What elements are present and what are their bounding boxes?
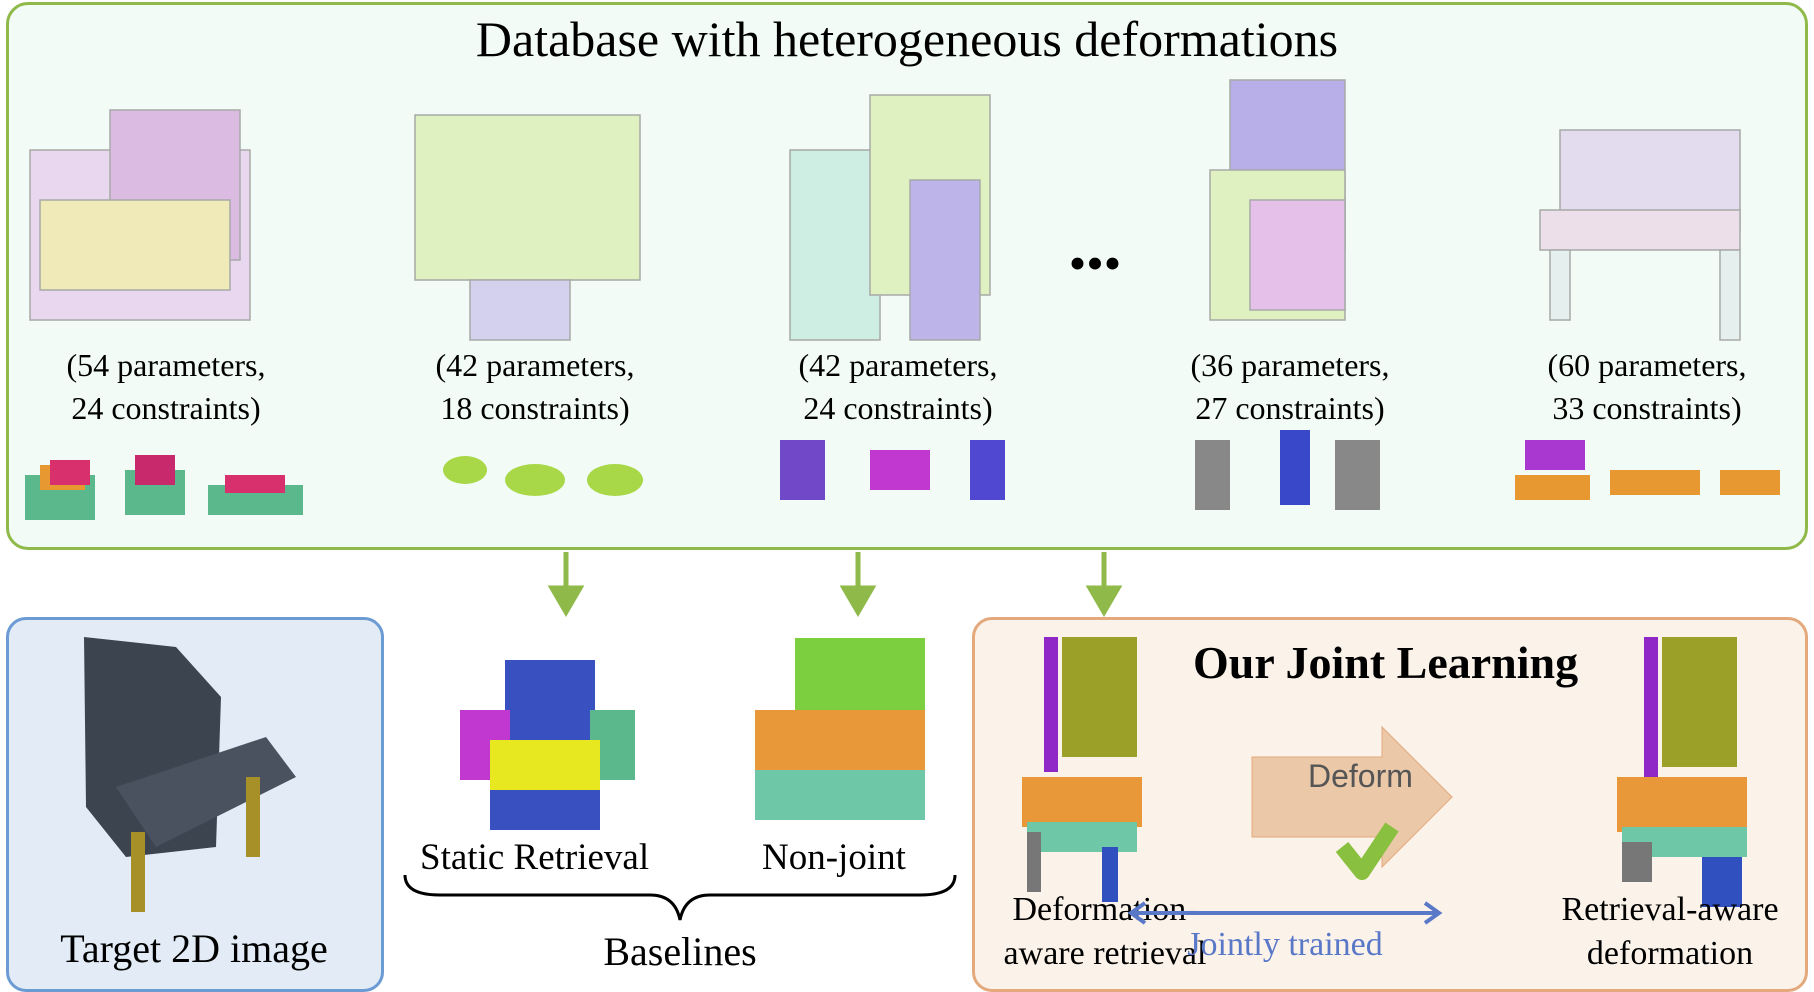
segmented-chair-thumbnails <box>25 430 1780 520</box>
database-chair-illustrations: ••• <box>25 79 1780 520</box>
deformation-aware-retrieval-label: Deformation-deformationaware retrieval <box>1003 891 1207 972</box>
ours-illustrations <box>1022 637 1747 907</box>
model-4-label: (36 parameters,27 constraints) <box>1190 347 1390 426</box>
baselines-label: Baselines <box>603 929 757 974</box>
deform-arrow <box>1251 725 1453 869</box>
model-5-label: (60 parameters,33 constraints) <box>1547 347 1747 426</box>
deform-label: Deform <box>1308 758 1413 794</box>
checkmark-icon <box>1335 822 1399 880</box>
down-arrows <box>547 552 1123 617</box>
ellipsis: ••• <box>1069 235 1122 291</box>
ours-title: Our Joint Learning <box>1193 637 1579 688</box>
model-1-label: (54 parameters,24 constraints) <box>66 347 266 426</box>
chair-2-box <box>414 114 641 281</box>
model-3-label: (42 parameters,24 constraints) <box>798 347 998 426</box>
baselines-brace <box>403 874 957 921</box>
target-chair-image <box>84 637 296 912</box>
static-retrieval-label: Static Retrieval <box>420 837 650 878</box>
target-label: Target 2D image <box>60 926 328 971</box>
chair-3-box <box>789 149 881 341</box>
model-2-label: (42 parameters,18 constraints) <box>435 347 635 426</box>
database-title: Database with heterogeneous deformations <box>475 11 1339 67</box>
non-joint-label: Non-joint <box>762 837 906 878</box>
jointly-trained-double-arrow <box>1127 901 1443 925</box>
jointly-trained-label: Jointly trained <box>1187 926 1383 963</box>
baseline-chairs <box>460 638 925 830</box>
